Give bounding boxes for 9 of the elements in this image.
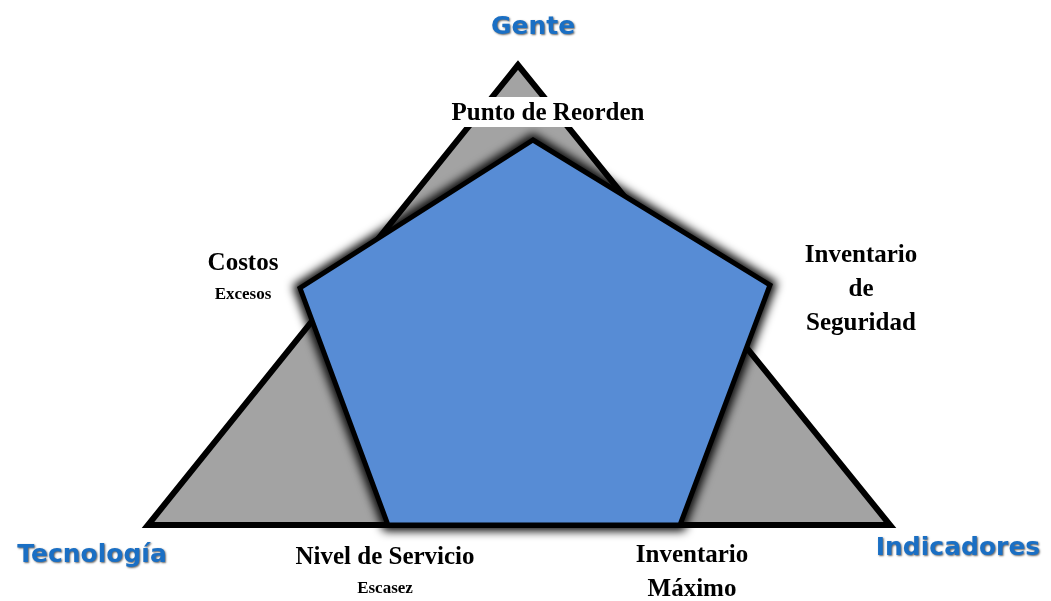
sub-label: Escasez bbox=[357, 578, 413, 598]
vertex-label: Nivel de Servicio bbox=[295, 541, 475, 571]
corner-label: Gente bbox=[490, 10, 576, 40]
corner-label: Indicadores bbox=[875, 531, 1041, 561]
sub-label: Excesos bbox=[214, 284, 272, 304]
corner-label: Tecnología bbox=[17, 538, 167, 568]
vertex-label: Costos bbox=[207, 247, 279, 277]
vertex-label: Inventario Máximo bbox=[634, 539, 750, 601]
vertex-label: Inventario de Seguridad bbox=[803, 239, 919, 337]
